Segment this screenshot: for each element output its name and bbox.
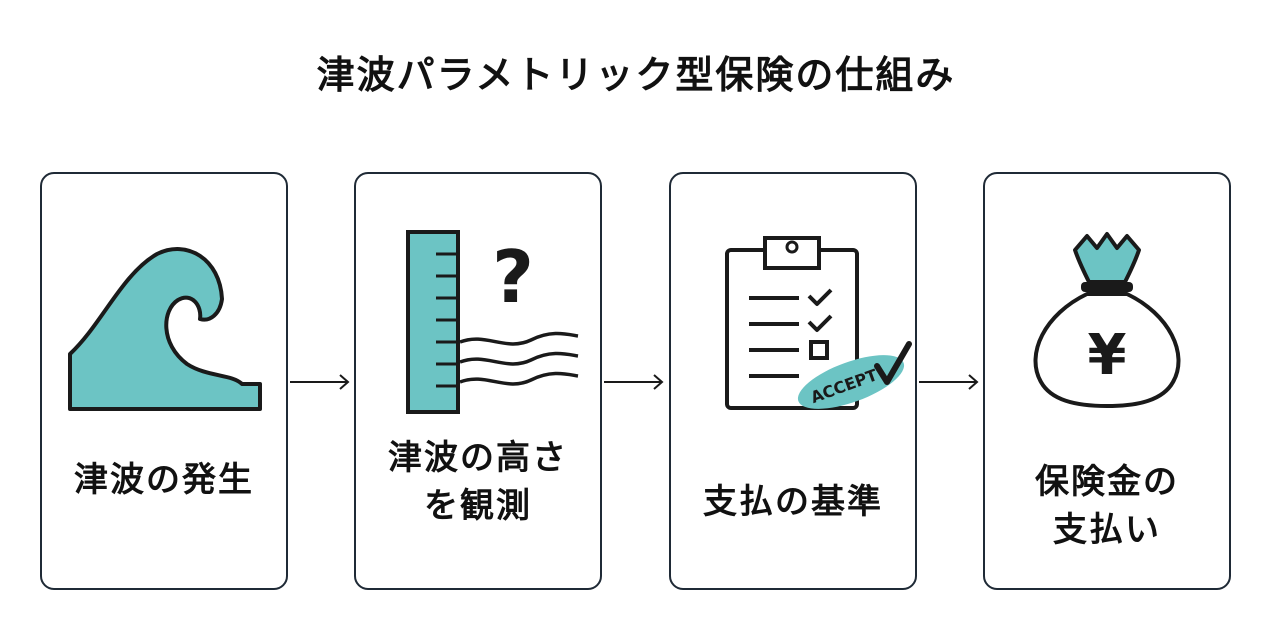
step-card-2: ? 津波の高さ を観測 [354,172,602,590]
step-label-2: 津波の高さ を観測 [356,434,600,530]
clipboard-accept-icon: ACCEPT [725,236,912,410]
step-label-4: 保険金の 支払い [985,458,1229,554]
yen-symbol: ¥ [1088,323,1127,388]
tide-gauge-icon: ? [406,230,579,414]
step-label-line: 保険金の [1035,462,1179,502]
question-mark: ? [492,235,534,319]
step-label-line: 津波の発生 [74,460,254,500]
step-label-3: 支払の基準 [671,478,915,526]
step-label-line: 支払の基準 [703,482,883,522]
arrow-right-icon [290,374,350,390]
step-label-1: 津波の発生 [42,456,286,504]
money-bag-yen-icon: ¥ [1033,232,1181,408]
wave-icon [68,247,262,411]
step-label-line: を観測 [424,486,532,526]
step-label-line: 支払い [1053,510,1161,550]
step-card-3: ACCEPT 支払の基準 [669,172,917,590]
step-card-1: 津波の発生 [40,172,288,590]
arrow-right-icon [604,374,664,390]
diagram-title: 津波パラメトリック型保険の仕組み [316,53,956,97]
step-label-line: 津波の高さ [388,438,568,478]
arrow-right-icon [919,374,979,390]
step-card-4: ¥ 保険金の 支払い [983,172,1231,590]
